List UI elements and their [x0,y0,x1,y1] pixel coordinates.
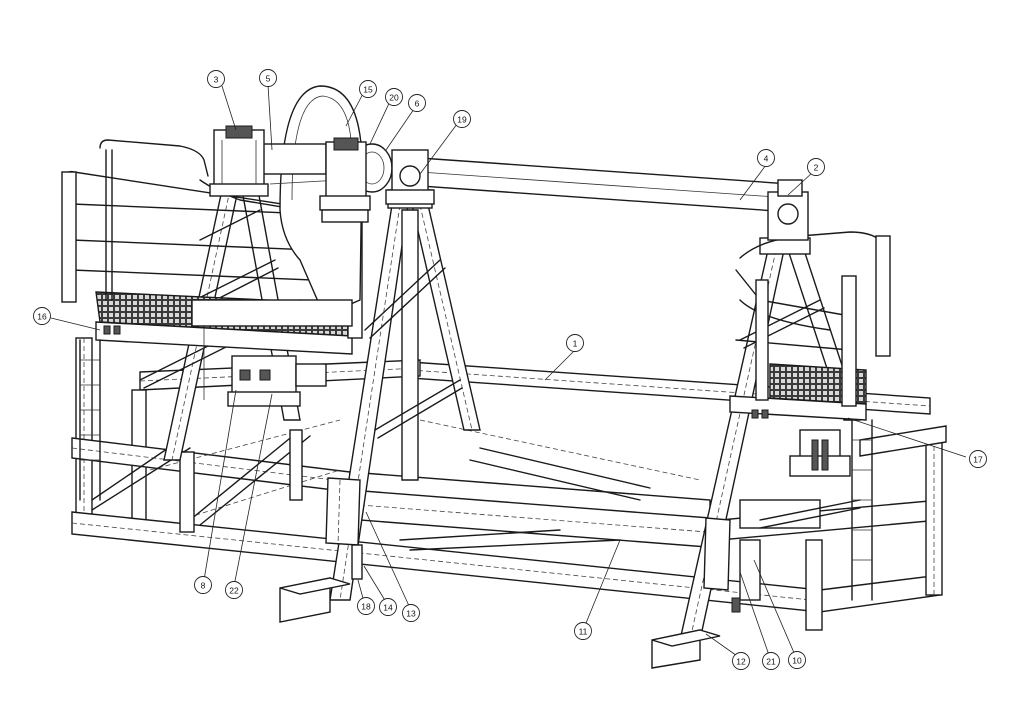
callout-8: 8 [194,576,212,594]
callout-22: 22 [225,581,243,599]
callout-13: 13 [402,604,420,622]
callout-circle [385,88,403,106]
callout-circle [566,334,584,352]
callout-circle [207,70,225,88]
callout-label: 13 [406,609,416,619]
right-platform [729,231,891,601]
callout-circle [757,149,775,167]
callout-4: 4 [757,149,775,167]
callout-label: 16 [37,312,47,322]
callout-2: 2 [807,158,825,176]
callout-label: 10 [792,656,802,666]
callout-circle [357,597,375,615]
callout-label: 14 [383,603,393,613]
bearing-center [319,137,371,223]
callout-19: 19 [453,110,471,128]
callout-label: 11 [579,627,588,637]
callout-circle [33,307,51,325]
callout-6: 6 [408,94,426,112]
base-frame [71,337,947,631]
callout-circle [762,652,780,670]
callout-14: 14 [379,598,397,616]
callout-circle [402,604,420,622]
callout-circle [788,651,806,669]
callout-21: 21 [762,652,780,670]
callout-label: 3 [214,75,219,85]
callout-label: 15 [363,85,373,95]
callout-label: 5 [266,74,271,84]
callout-10: 10 [788,651,806,669]
callout-16: 16 [33,307,51,325]
callout-12: 12 [732,652,750,670]
callout-label: 6 [415,99,420,109]
callout-label: 2 [814,163,819,173]
callout-15: 15 [359,80,377,98]
callout-18: 18 [357,597,375,615]
callout-label: 18 [361,602,371,612]
bearing-right [385,149,435,205]
callout-circle [194,576,212,594]
bearing-left [209,125,269,197]
callout-5: 5 [259,69,277,87]
callout-3: 3 [207,70,225,88]
callout-label: 19 [457,115,467,125]
callout-circle [225,581,243,599]
main-shaft [419,157,809,241]
callout-11: 11 [574,622,592,640]
callout-label: 12 [736,657,746,667]
callout-circle [807,158,825,176]
leader-lines [50,84,967,659]
callout-circle [408,94,426,112]
callout-circle [379,598,397,616]
callout-circle [259,69,277,87]
callout-label: 20 [389,93,399,103]
callout-label: 4 [764,154,769,164]
callout-label: 17 [973,455,983,465]
drive-unit [191,299,353,407]
callout-circle [359,80,377,98]
callout-label: 22 [229,586,239,596]
callout-label: 21 [766,657,776,667]
callout-1: 1 [566,334,584,352]
callout-17: 17 [969,450,987,468]
callout-label: 1 [573,339,578,349]
callout-circle [969,450,987,468]
callout-circle [453,110,471,128]
callout-circle [574,622,592,640]
callout-label: 8 [201,581,206,591]
callout-20: 20 [385,88,403,106]
callout-circle [732,652,750,670]
